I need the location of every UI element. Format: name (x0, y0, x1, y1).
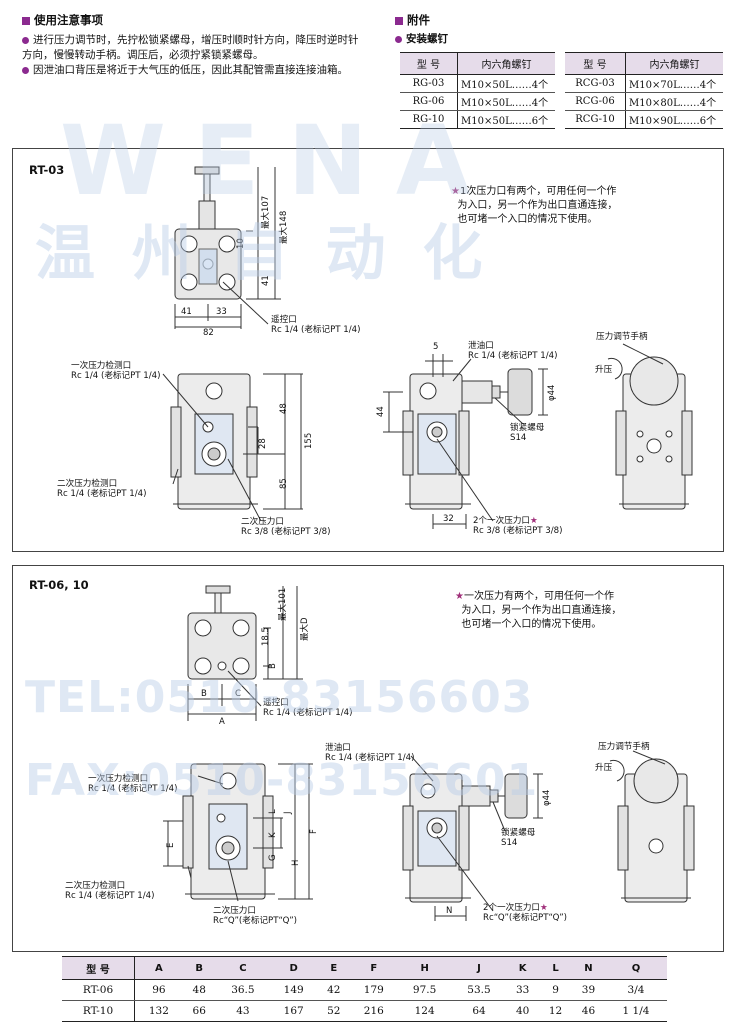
star-icon: ★ (451, 186, 460, 197)
dim-label: A (219, 717, 225, 727)
accessory-subtitle: 安装螺钉 (395, 31, 720, 46)
dim-label: B (268, 663, 278, 669)
rt03-top-view-drawing: 41 33 82 10 41 最大107 最大148 (174, 166, 289, 338)
dim-label: N (446, 906, 452, 916)
rt03-primary-ports-label: 2个一次压力口★Rc 3/8 (老标记PT 3/8) (473, 516, 563, 536)
dim-label: 最大101 (277, 588, 288, 621)
notes-title: 使用注意事项 (22, 12, 367, 28)
star-icon: ★ (530, 516, 538, 526)
dim-label: F (309, 829, 319, 834)
dim-label: 41 (181, 307, 192, 317)
dim-label: 82 (203, 328, 214, 338)
dim-label: 18.5 (261, 627, 271, 646)
watermark-chinese: 温 州 自 动 化 (35, 219, 491, 289)
watermark-brand: WENA (60, 105, 499, 217)
rt0610-raise-label: 升压 (595, 763, 613, 773)
rt0610-front-view-drawing: E L J K G H F (163, 763, 319, 902)
dim-label: L (268, 809, 278, 814)
rt03-side-view-drawing: 5 44 φ44 32 (376, 342, 557, 529)
table-header-row: 型 号 A B C D E F H J K L N Q (62, 956, 667, 980)
table-header: 型 号 (565, 52, 626, 75)
dim-label: 32 (443, 514, 454, 524)
table-row: RT-10 132 66 43 167 52 216 124 64 40 12 … (62, 1000, 667, 1022)
rt0610-panel: RT-06, 10 ★一次压力有两个，可用任何一个作 为入口，另一个作为出口直通… (12, 565, 724, 952)
dim-label: 41 (261, 275, 271, 286)
dim-label: K (268, 832, 278, 838)
square-bullet-icon (395, 16, 403, 25)
rt03-note: ★1次压力口有两个，可用任何一个作 为入口，另一个作为出口直通连接， 也可堵一个… (451, 186, 618, 225)
accessory-section: 附件 安装螺钉 (395, 12, 720, 46)
dim-label: 10 (236, 238, 246, 249)
table-header: 内六角螺钉 (625, 52, 723, 75)
dim-label: φ44 (547, 385, 557, 401)
bullet-icon (22, 36, 29, 44)
rt0610-title: RT-06, 10 (29, 578, 89, 592)
rt03-title: RT-03 (29, 163, 65, 177)
dim-label: E (166, 843, 176, 848)
dim-label: 44 (376, 406, 386, 417)
dim-label: 5 (433, 342, 438, 352)
dim-label: H (291, 860, 301, 866)
rt03-panel: RT-03 41 33 82 10 41 最大107 最大148 (12, 148, 724, 552)
dim-label: 33 (216, 307, 227, 317)
dim-label: 48 (279, 403, 289, 414)
square-bullet-icon (22, 16, 30, 25)
table-header: 型 号 (400, 52, 458, 75)
notes-section: 使用注意事项 进行压力调节时，先拧松锁紧螺母，增压时顺时针方向，降压时逆时针方向… (22, 12, 367, 78)
rt0610-note: ★一次压力有两个，可用任何一个作 为入口，另一个作为出口直通连接， 也可堵一个入… (455, 591, 622, 630)
dim-label: C (235, 689, 241, 699)
dimensions-table: 型 号 A B C D E F H J K L N Q RT-06 96 48 … (62, 956, 667, 1022)
watermark-tel: TEL:0510-83156603 (25, 672, 534, 723)
watermark-fax: FAX:0510-83156601 (25, 755, 539, 806)
rt03-back-view-drawing (607, 343, 693, 510)
dim-label: J (283, 811, 293, 815)
dim-label: 155 (304, 433, 314, 449)
star-icon: ★ (540, 903, 548, 913)
rt0610-handle-label: 压力调节手柄 (598, 742, 650, 752)
rt03-front-view-drawing: 48 28 85 155 (162, 373, 314, 522)
dim-label: 85 (279, 478, 289, 489)
dim-label: 最大D (299, 617, 310, 641)
dim-label: 最大107 (260, 196, 271, 229)
dim-label: φ44 (542, 790, 552, 806)
rt03-raise-label: 升压 (595, 365, 613, 375)
table-header: 内六角螺钉 (457, 52, 555, 75)
dim-label: 最大148 (278, 211, 289, 244)
rt0610-side-view-drawing: φ44 N (402, 755, 552, 921)
bullet-icon (22, 66, 29, 74)
rt0610-top-view-drawing: B C A 18.5 B 最大101 最大D (187, 585, 310, 727)
dim-label: G (268, 854, 278, 861)
bullet-icon (395, 35, 402, 43)
table-row: RT-06 96 48 36.5 149 42 179 97.5 53.5 33… (62, 979, 667, 1001)
rt0610-primary-ports-label: 2个一次压力口★Rc“Q”(老标记PT“Q”) (483, 903, 568, 923)
note-item-1: 进行压力调节时，先拧松锁紧螺母，增压时顺时针方向，降压时逆时针方向，慢慢转动手柄… (22, 34, 359, 61)
note-item-2: 因泄油口背压是将近于大气压的低压，因此其配管需直接连接油箱。 (22, 63, 367, 78)
dim-label: 28 (258, 438, 268, 449)
rt03-handle-label: 压力调节手柄 (596, 332, 648, 342)
rt0610-back-view-drawing (609, 750, 695, 903)
star-icon: ★ (455, 591, 464, 602)
dim-label: B (201, 689, 207, 699)
accessory-title: 附件 (395, 12, 720, 28)
